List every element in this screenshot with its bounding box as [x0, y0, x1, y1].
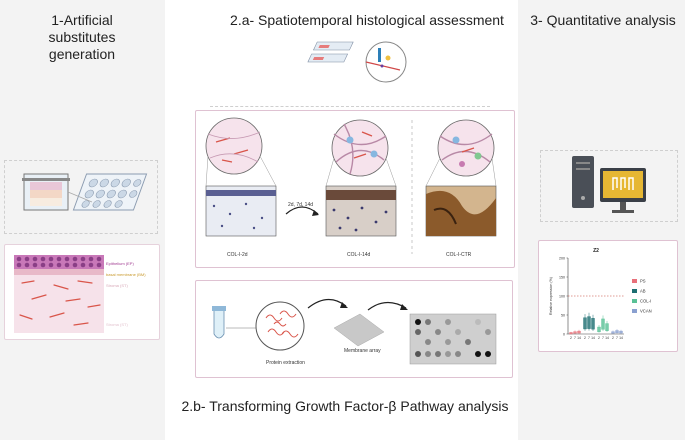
legend-label-ps: PS [640, 279, 646, 284]
box-ab-7 [587, 316, 591, 329]
microscope-slide-illustration [307, 41, 407, 83]
box-vcan-14 [619, 330, 623, 334]
y-tick-label: 50 [561, 314, 565, 318]
section3-band [518, 0, 685, 440]
x-tick-label: 14 [577, 336, 581, 340]
y-axis-label: Relative expression (%) [549, 277, 553, 315]
legend-swatch-col-i [632, 299, 637, 303]
box-vcan-7 [615, 330, 619, 334]
label-basal-membrane: basal membrane (BM) [106, 272, 146, 277]
box-col-i-14 [605, 323, 609, 331]
y-tick-label: 100 [559, 295, 565, 299]
plate-illustration-box [4, 160, 158, 234]
well-plate-illustration [22, 173, 148, 211]
x-tick-label: 14 [605, 336, 609, 340]
x-tick-label: 2 [598, 336, 600, 340]
y-tick-label: 150 [559, 276, 565, 280]
x-tick-label: 14 [591, 336, 595, 340]
legend-label-ab: AB [640, 289, 646, 294]
box-ab-2 [583, 317, 587, 330]
membrane-array-label: Membrane array [344, 348, 381, 354]
chart-title: Z2 [593, 248, 599, 254]
section3-title: 3- Quantitative analysis [530, 12, 676, 28]
x-tick-label: 2 [584, 336, 586, 340]
tissue-layers-illustration [14, 255, 104, 333]
legend-swatch-vcan [632, 309, 637, 313]
box-ps-7 [573, 331, 577, 334]
legend-swatch-ps [632, 279, 637, 283]
x-tick-label: 7 [602, 336, 604, 340]
histology-label-1: COL-I-2d [227, 252, 248, 258]
x-tick-label: 2 [570, 336, 572, 340]
x-tick-label: 7 [588, 336, 590, 340]
box-ps-14 [577, 330, 581, 334]
histology-dashed-connector [210, 96, 490, 107]
box-col-i-2 [597, 326, 601, 333]
section2b-title: 2.b- Transforming Growth Factor-β Pathwa… [181, 398, 509, 414]
histology-illustrations [205, 117, 497, 254]
histology-label-2: COL-I-14d [347, 252, 371, 258]
section1-title: 1-Artificial substitutes generation [48, 12, 116, 62]
section2a-title: 2.a- Spatiotemporal histological assessm… [230, 12, 504, 28]
y-tick-label: 0 [563, 333, 565, 337]
histology-label-3: COL-I-CTR [446, 252, 472, 258]
box-col-i-7 [601, 318, 605, 330]
x-tick-label: 14 [619, 336, 623, 340]
legend-label-col-i: COL-I [640, 299, 651, 304]
section1-band [0, 0, 165, 440]
legend-swatch-ab [632, 289, 637, 293]
histology-arrow-label: 2d, 7d, 14d [288, 202, 314, 208]
box-ab-14 [591, 318, 595, 330]
x-tick-label: 7 [616, 336, 618, 340]
box-ps-2 [569, 332, 573, 335]
legend-label-vcan: VCAN [640, 309, 652, 314]
computer-illustration [572, 156, 646, 213]
label-epithelium: Epithelium (EP) [106, 261, 134, 266]
x-tick-label: 2 [612, 336, 614, 340]
label-stroma-1: Stroma (ST) [106, 283, 128, 288]
label-stroma-2: Stroma (ST) [106, 322, 128, 327]
protein-extraction-label: Protein extraction [266, 360, 305, 366]
tgf-illustrations [212, 298, 497, 365]
box-vcan-2 [611, 331, 615, 334]
x-tick-label: 7 [574, 336, 576, 340]
computer-illustration-box [540, 150, 678, 222]
y-tick-label: 200 [559, 257, 565, 261]
